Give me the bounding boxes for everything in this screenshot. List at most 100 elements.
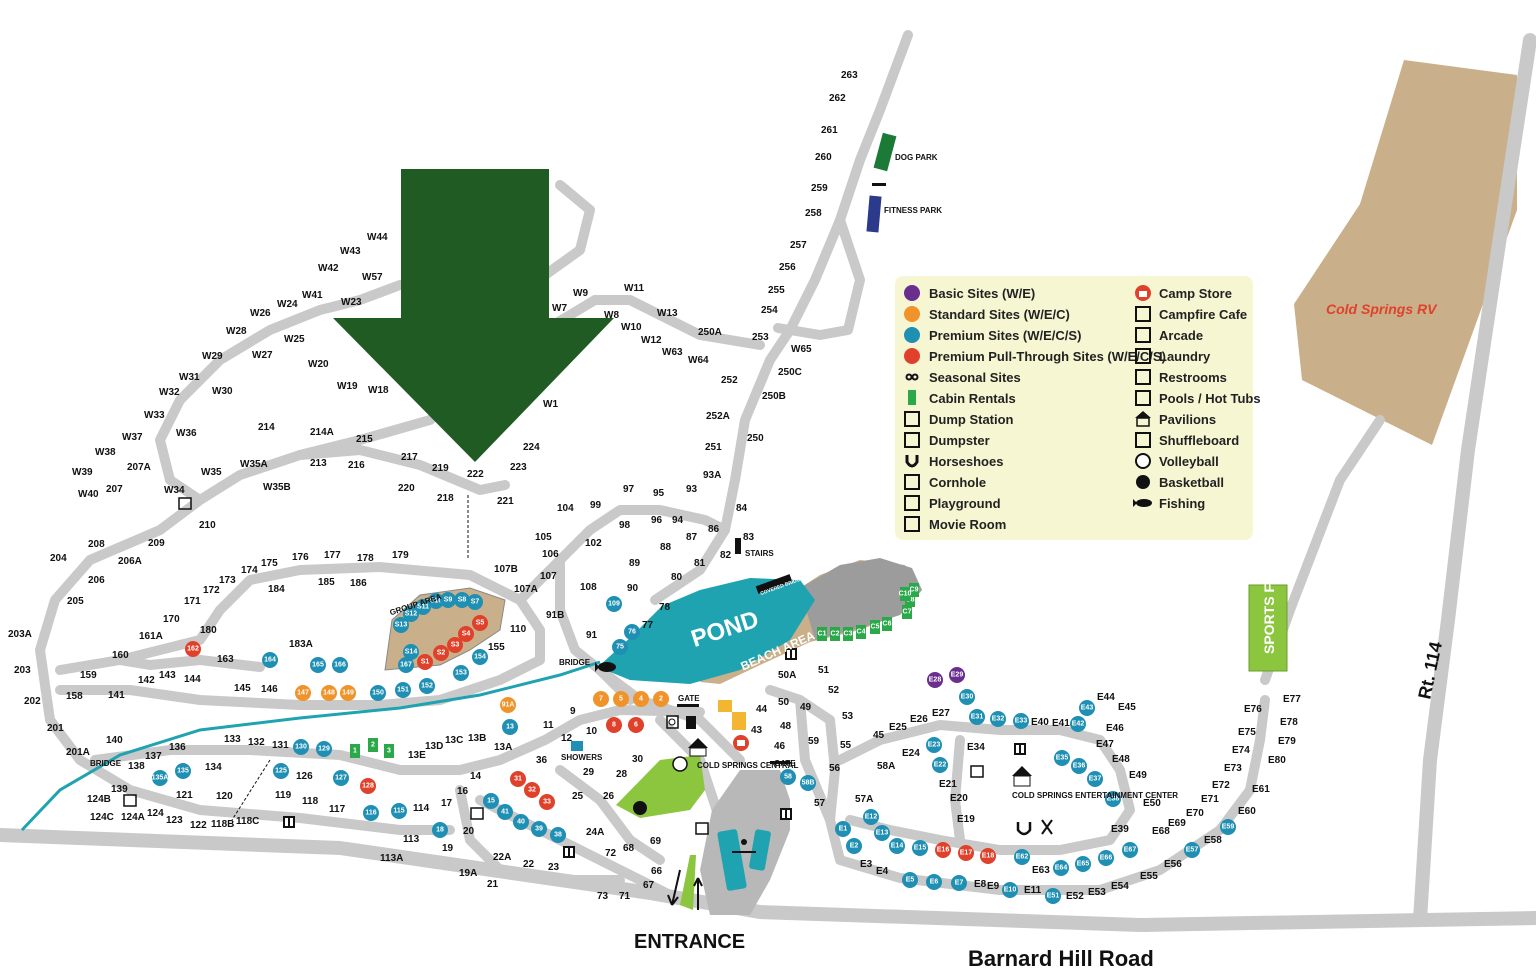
site-marker-label: 41 [501, 809, 509, 816]
site-marker-label: 6 [634, 722, 638, 729]
site-marker: E29 [949, 667, 965, 683]
site-label: 13E [408, 750, 426, 761]
site-marker: E62 [1014, 849, 1030, 865]
site-marker-label: 135A [152, 775, 169, 782]
site-label: 26 [603, 791, 615, 802]
site-label: 14 [470, 771, 482, 782]
site-marker: S2 [433, 645, 449, 661]
legend-item-label: Premium Sites (W/E/C/S) [929, 328, 1081, 343]
site-marker: E67 [1122, 842, 1138, 858]
site-marker-label: 32 [528, 787, 536, 794]
legend-box [895, 276, 1253, 540]
site-label: 185 [318, 577, 335, 588]
site-marker-label: 164 [264, 657, 276, 664]
site-marker: 135 [175, 763, 191, 779]
site-marker-label: E32 [992, 716, 1005, 723]
fitness-park-label: FITNESS PARK [884, 206, 942, 215]
site-label: E19 [957, 814, 975, 825]
site-label: W40 [78, 489, 99, 500]
dumpster-icon [904, 432, 920, 448]
site-label: 13D [425, 741, 443, 752]
site-label: 13B [468, 733, 486, 744]
site-label: 256 [779, 262, 796, 273]
entrance-label: ENTRANCE [634, 931, 745, 953]
site-label: 145 [234, 683, 251, 694]
site-label: 124 [147, 808, 164, 819]
cold-springs-central-lawn [616, 755, 705, 818]
site-label: 215 [356, 434, 373, 445]
site-marker: 151 [395, 682, 411, 698]
cabin-label: C2 [831, 631, 840, 638]
cabin-label: C3 [844, 631, 853, 638]
cabin-label: 1 [353, 748, 357, 755]
site-label: 21 [487, 879, 499, 890]
site-label: 214 [258, 422, 275, 433]
site-marker-label: 39 [535, 826, 543, 833]
pavilion-icon [688, 738, 708, 757]
site-label: 213 [310, 458, 327, 469]
site-label: 262 [829, 93, 846, 104]
site-marker-label: E18 [982, 853, 995, 860]
site-label: E11 [1024, 885, 1042, 896]
site-marker-label: E37 [1089, 776, 1102, 783]
gate-icon [677, 704, 699, 707]
dog-park-bench-icon [872, 183, 886, 186]
site-label: 121 [176, 790, 193, 801]
site-marker-label: S5 [476, 620, 485, 627]
site-label: 172 [203, 585, 220, 596]
site-label: E26 [910, 714, 928, 725]
site-label: 201A [66, 747, 90, 758]
site-label: E4 [876, 866, 889, 877]
site-marker: E31 [969, 709, 985, 725]
site-label: 118 [302, 796, 319, 807]
site-label: 119 [275, 790, 292, 801]
circle-teal-icon [904, 327, 920, 343]
site-marker: E2 [846, 838, 862, 854]
site-label: 86 [708, 524, 720, 535]
site-label: E74 [1232, 745, 1250, 756]
site-label: 206A [118, 556, 142, 567]
site-marker-label: 18 [436, 827, 444, 834]
site-label: E24 [902, 748, 920, 759]
legend-item-label: Cabin Rentals [929, 391, 1016, 406]
site-label: 105 [535, 532, 552, 543]
site-label: E21 [939, 779, 957, 790]
site-label: 134 [205, 762, 222, 773]
site-label: E25 [889, 722, 907, 733]
site-label: 90 [627, 583, 639, 594]
site-marker-label: E51 [1047, 893, 1060, 900]
site-label: 224 [523, 442, 540, 453]
site-label: E40 [1031, 717, 1049, 728]
site-marker-label: 152 [421, 683, 433, 690]
site-label: 139 [111, 784, 128, 795]
site-marker: E10 [1002, 882, 1018, 898]
site-marker: S12 [403, 606, 419, 622]
site-marker-label: E5 [906, 877, 915, 884]
site-marker-label: 162 [187, 646, 199, 653]
site-marker: 58 [780, 769, 796, 785]
site-label: 11 [543, 720, 554, 731]
legend-item-label: Arcade [1159, 328, 1203, 343]
site-marker: 39 [531, 821, 547, 837]
site-label: W7 [552, 303, 567, 314]
dumpster-icon [470, 807, 484, 820]
cabin-marker: 3 [384, 744, 394, 758]
site-label: 13C [445, 735, 463, 746]
site-marker-label: E28 [929, 677, 942, 684]
site-marker: E5 [902, 872, 918, 888]
site-label: 251 [705, 442, 722, 453]
site-label: E27 [932, 708, 950, 719]
site-marker: E65 [1075, 856, 1091, 872]
site-label: 82 [720, 550, 732, 561]
site-label: 208 [88, 539, 105, 550]
cabin-label: C8 [906, 597, 915, 604]
fitness-park [866, 195, 882, 233]
site-marker: E13 [874, 825, 890, 841]
site-marker-label: 15 [487, 798, 495, 805]
site-label: W20 [308, 359, 329, 370]
site-label: 250 [747, 433, 764, 444]
site-label: 73 [597, 891, 609, 902]
site-marker: S9 [440, 592, 456, 608]
dump-station-icon [904, 411, 920, 427]
site-label: W33 [144, 410, 165, 421]
